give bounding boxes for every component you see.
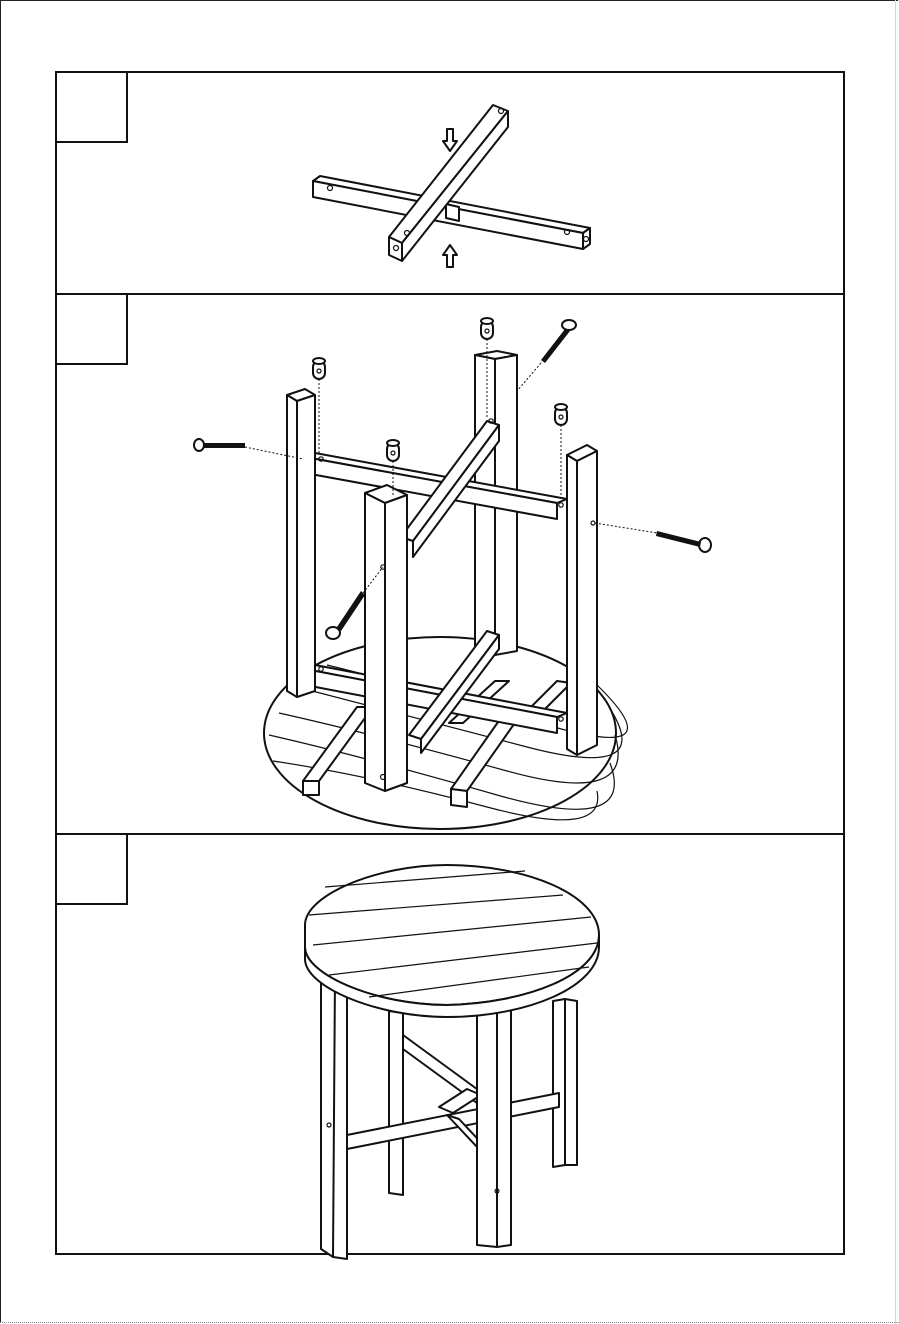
barrel-nut [555, 404, 567, 501]
page-edge-right [895, 0, 896, 1324]
leg-front [365, 485, 407, 791]
arrow-up-icon [443, 245, 457, 267]
leg-right [567, 445, 597, 755]
page-edge-bottom [0, 1322, 899, 1323]
leg-left [321, 975, 347, 1259]
leg-left [287, 389, 315, 697]
bolt [595, 523, 711, 552]
leg-attachment-illustration [57, 295, 843, 835]
table-top [305, 865, 599, 1017]
instruction-frame [55, 71, 845, 1255]
leg-front [477, 995, 511, 1247]
bolt [517, 320, 576, 391]
assembled-table-illustration [57, 835, 843, 1253]
stretcher-cross [347, 1035, 559, 1151]
step-1-panel [57, 73, 843, 295]
arrow-down-icon [443, 129, 457, 151]
step-2-panel [57, 295, 843, 835]
step-3-panel [57, 835, 843, 1253]
crossbar-assembly-illustration [57, 73, 843, 295]
